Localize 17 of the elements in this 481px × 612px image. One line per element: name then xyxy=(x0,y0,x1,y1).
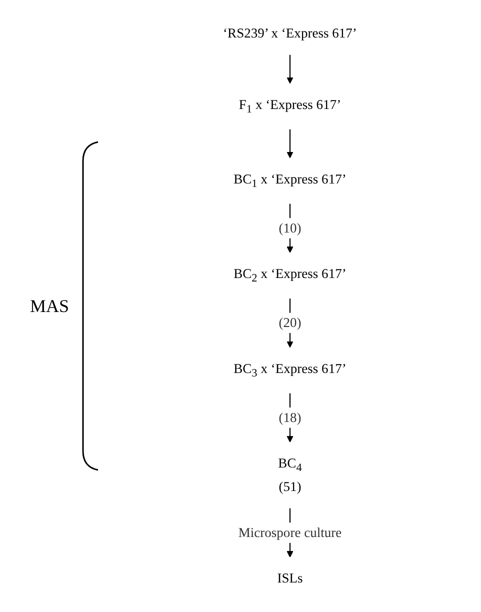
node-text: BC$_{3}$ x ‘Express 617’ xyxy=(234,360,346,380)
arrow xyxy=(286,54,294,84)
arrow xyxy=(286,129,294,158)
node-text: F$_{1}$ x ‘Express 617’ xyxy=(238,96,342,116)
arrow xyxy=(286,204,294,253)
node-text: BC$_{1}$ x ‘Express 617’ xyxy=(234,171,346,190)
arrow xyxy=(286,298,294,348)
edge-label: (18) xyxy=(278,410,302,425)
edge-label: (20) xyxy=(278,315,302,330)
arrow xyxy=(286,393,294,442)
bracket-label: MAS xyxy=(30,296,70,316)
node-text: BC$_{2}$ x ‘Express 617’ xyxy=(234,266,346,285)
edge-label: (10) xyxy=(278,220,302,236)
edge-label: Microspore culture xyxy=(238,524,342,540)
node-text: ‘RS239’ x ‘Express 617’ xyxy=(223,26,357,41)
node-text: ISLs xyxy=(277,570,303,586)
node-text: BC$_{4}$ (51) xyxy=(278,456,302,494)
